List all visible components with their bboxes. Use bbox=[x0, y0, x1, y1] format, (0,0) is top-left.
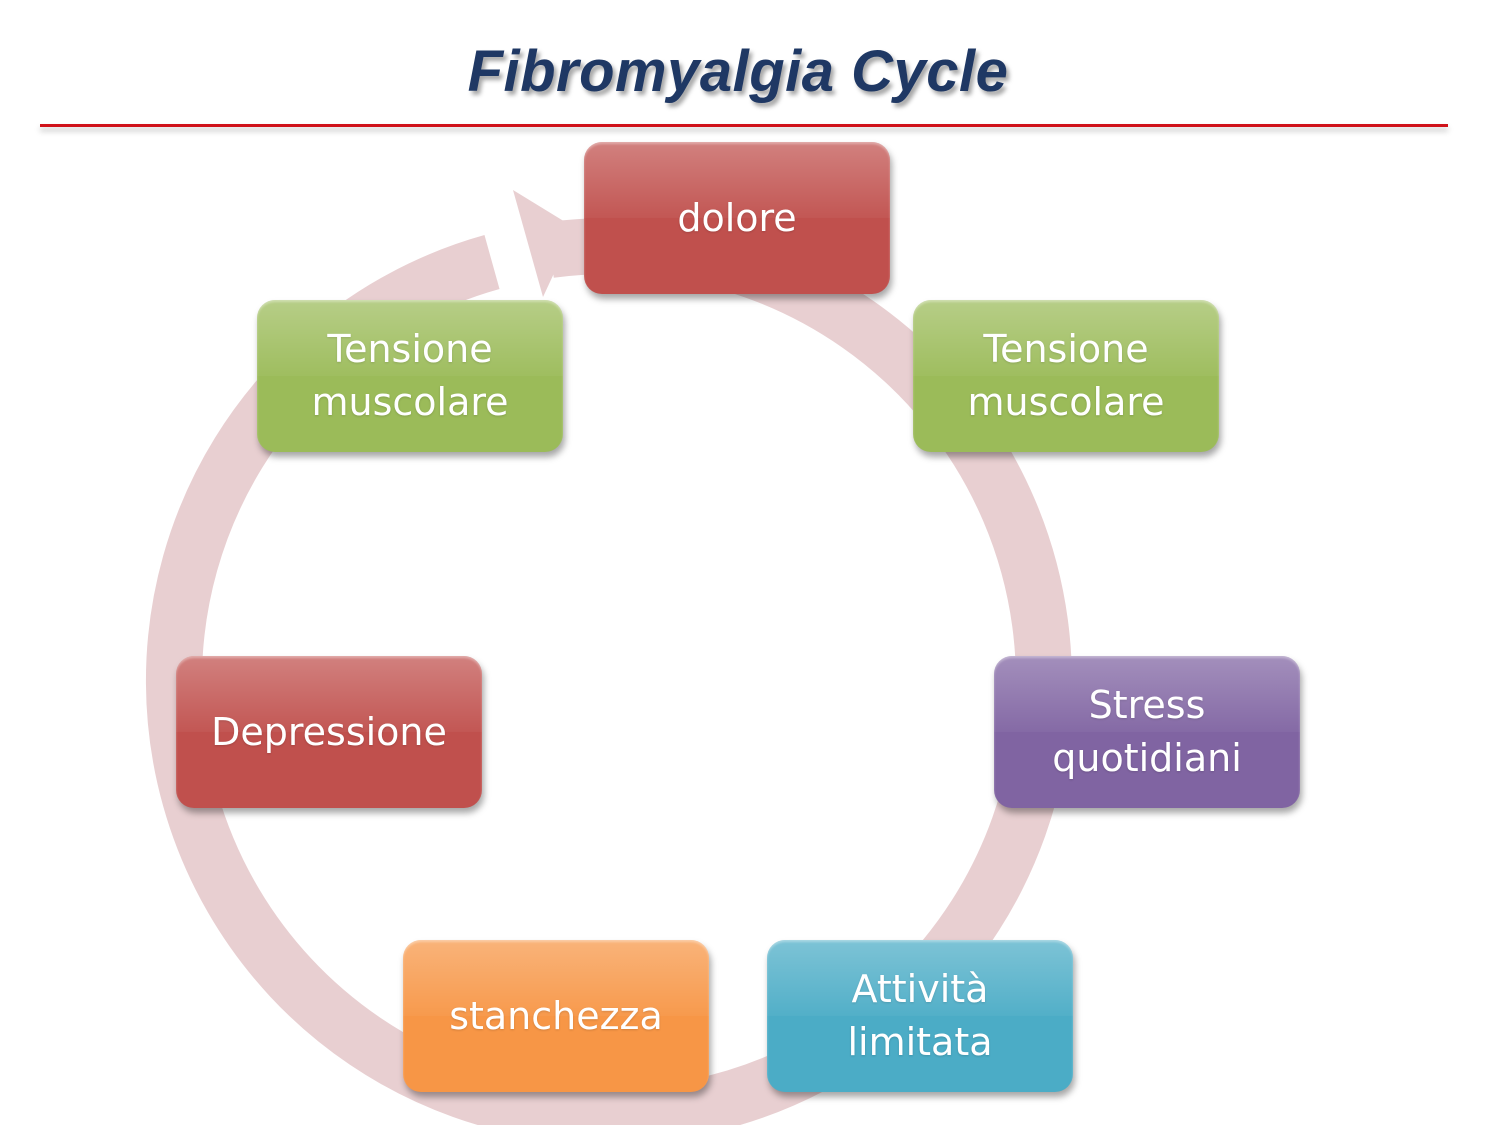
cycle-node-depressione: Depressione bbox=[176, 656, 482, 808]
cycle-node-dolore: dolore bbox=[584, 142, 890, 294]
cycle-node-attivita-limitata: Attività limitata bbox=[767, 940, 1073, 1092]
ring-arrowhead bbox=[513, 190, 575, 297]
cycle-node-tensione-muscolare-left: Tensione muscolare bbox=[257, 300, 563, 452]
cycle-node-tensione-muscolare-right: Tensione muscolare bbox=[913, 300, 1219, 452]
title-rule bbox=[40, 124, 1448, 127]
cycle-node-stress-quotidiani: Stress quotidiani bbox=[994, 656, 1300, 808]
slide-title: Fibromyalgia Cycle bbox=[467, 39, 1009, 104]
cycle-node-stanchezza: stanchezza bbox=[403, 940, 709, 1092]
